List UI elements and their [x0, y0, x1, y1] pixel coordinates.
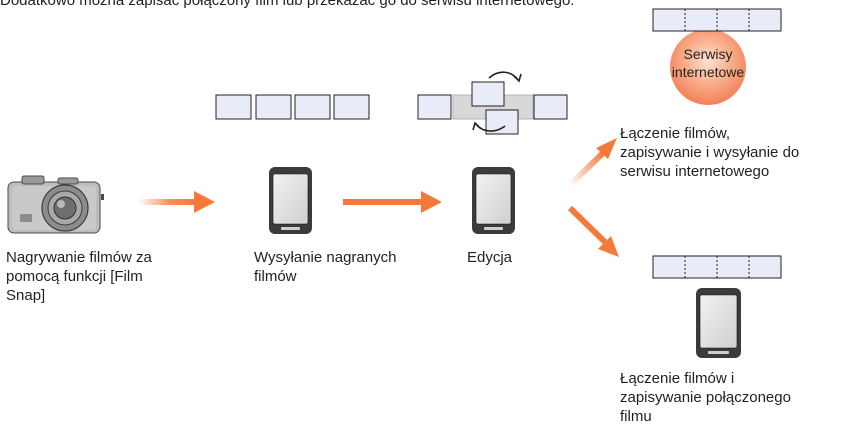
smartphone-icon [696, 288, 741, 358]
smartphone-icon [472, 167, 515, 234]
smartphone-icon [269, 167, 312, 234]
combined-film-strip-bottom [653, 256, 781, 278]
sending-label: Wysyłanie nagranych filmów [254, 248, 444, 286]
arrow-icon [343, 191, 442, 213]
web-upload-label: Łączenie filmów, zapisywanie i wysyłanie… [620, 124, 846, 181]
sent-clips [216, 95, 369, 119]
editing-clips [418, 82, 567, 134]
editing-label: Edycja [467, 248, 547, 267]
arrow-icon [570, 208, 619, 257]
recording-label: Nagrywanie filmów za pomocą funkcji [Fil… [6, 248, 206, 305]
arrow-icon [138, 191, 215, 213]
intro-text: Dodatkowo można zapisać połączony film l… [0, 0, 846, 10]
combined-film-strip-top [653, 9, 781, 31]
save-combined-label: Łączenie filmów i zapisywanie połączoneg… [620, 369, 846, 426]
web-services-label: Serwisy internetowe [666, 45, 750, 81]
camera-icon [8, 176, 104, 233]
arrow-icon [570, 138, 617, 185]
